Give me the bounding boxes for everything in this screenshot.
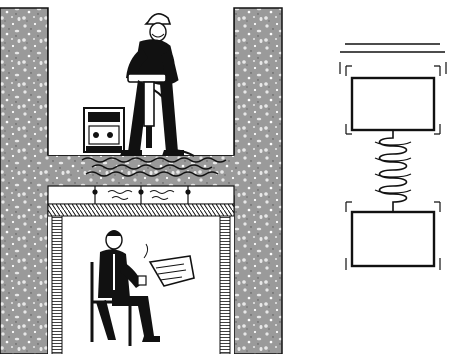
coil-spring <box>380 130 407 212</box>
lower-mass <box>352 212 434 266</box>
upper-mass <box>352 78 434 130</box>
insulation-right-wall <box>220 216 230 354</box>
building-section <box>0 8 282 354</box>
generator-box <box>84 108 124 152</box>
insulation-left-wall <box>52 216 62 354</box>
insulation-ceiling <box>48 204 234 216</box>
spring-isolator <box>340 44 446 270</box>
